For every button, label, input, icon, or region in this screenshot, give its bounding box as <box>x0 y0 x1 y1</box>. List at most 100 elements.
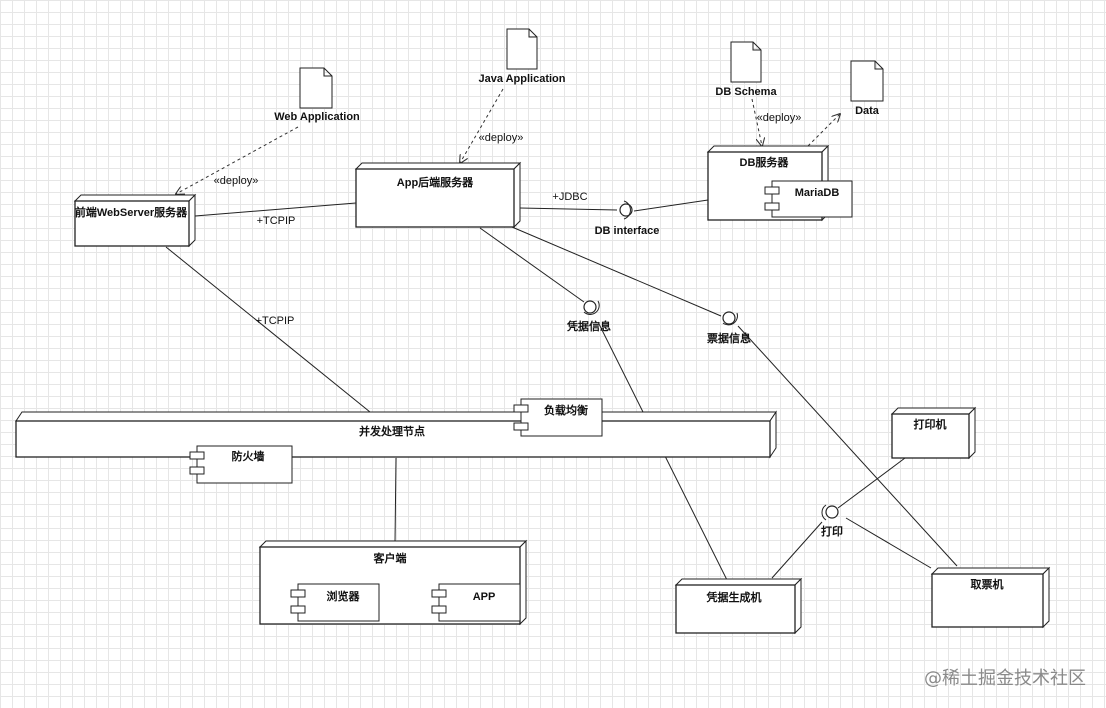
component-icon-port <box>764 186 780 195</box>
node-label: 打印机 <box>914 417 947 431</box>
document-icon <box>299 67 333 109</box>
artifact-label: Web Application <box>274 111 360 123</box>
node-front-face <box>891 413 970 459</box>
interface-socket-icon <box>722 312 738 326</box>
node-top-face <box>890 407 977 415</box>
node-side-face <box>794 577 802 635</box>
interface-ball-icon <box>619 203 633 217</box>
node-label: 客户端 <box>373 551 407 565</box>
component-icon-port <box>513 422 529 431</box>
component-app[interactable]: APP <box>431 583 521 622</box>
edge-dbinterface-dbserver <box>633 199 709 212</box>
component-icon-port <box>290 589 306 598</box>
deploy-data-arrow <box>807 114 840 147</box>
node-top-face <box>73 194 197 202</box>
interface-ticket-info[interactable]: 票据信息 <box>707 311 751 345</box>
edge-app-voucher-info <box>479 227 585 303</box>
component-icon-port <box>290 605 306 614</box>
node-top-face <box>15 411 777 422</box>
component-icon-port <box>764 202 780 211</box>
node-app-backend[interactable]: App后端服务器 <box>354 161 522 229</box>
component-label: 浏览器 <box>327 589 361 603</box>
node-label: 凭据生成机 <box>706 590 762 604</box>
watermark-text: @稀土掘金技术社区 <box>924 668 1086 689</box>
edge-print-ticketmachine <box>845 517 932 569</box>
node-voucher-generator[interactable]: 凭据生成机 <box>674 577 803 635</box>
deploy-db-schema-arrow <box>751 98 762 146</box>
edge-concurrency-client <box>394 457 397 544</box>
node-front-face <box>931 573 1044 628</box>
document-icon <box>730 41 762 83</box>
interface-ball-icon <box>722 311 736 325</box>
artifact-data[interactable]: Data <box>850 60 884 117</box>
edge-label-tcpip-frontend-app: +TCPIP <box>257 215 296 227</box>
artifact-label: Data <box>855 105 880 117</box>
component-icon-port <box>189 466 205 475</box>
component-icon-port <box>189 451 205 460</box>
node-concurrency[interactable]: 并发处理节点 <box>15 410 777 459</box>
component-body <box>438 583 521 622</box>
deploy-web-application-arrow <box>176 126 299 194</box>
component-body <box>196 445 293 484</box>
node-top-face <box>706 145 830 153</box>
component-icon-port <box>513 404 529 413</box>
deploy-label-web: «deploy» <box>214 175 259 187</box>
component-body <box>520 398 603 437</box>
document-icon <box>850 60 884 102</box>
node-ticket-machine[interactable]: 取票机 <box>930 566 1051 629</box>
edge-label-jdbc: +JDBC <box>552 191 587 203</box>
node-top-face <box>674 578 803 586</box>
node-top-face <box>258 540 528 548</box>
component-load-balancer[interactable]: 负载均衡 <box>513 398 603 437</box>
node-front-face <box>675 584 796 634</box>
deploy-arrows <box>176 88 840 194</box>
interface-socket-icon <box>623 200 631 220</box>
connections <box>165 199 958 581</box>
node-printer[interactable]: 打印机 <box>890 406 977 460</box>
interface-label: DB interface <box>595 225 660 237</box>
component-label: 负载均衡 <box>544 403 588 417</box>
artifact-label: DB Schema <box>715 86 777 98</box>
interface-socket-icon <box>583 300 600 315</box>
node-side-face <box>188 193 196 248</box>
component-label: MariaDB <box>795 187 840 199</box>
interface-ball-icon <box>583 300 597 314</box>
component-icon-port <box>431 605 447 614</box>
component-mariadb[interactable]: MariaDB <box>764 180 853 218</box>
node-label: 前端WebServer服务器 <box>75 205 188 219</box>
component-body <box>297 583 380 622</box>
edge-app-jdbc <box>519 207 618 211</box>
component-browser[interactable]: 浏览器 <box>290 583 380 622</box>
node-label: App后端服务器 <box>397 175 474 189</box>
artifact-db-schema[interactable]: DB Schema <box>715 41 777 98</box>
node-front-face <box>15 420 771 458</box>
edge-label-tcpip-frontend-concurrency: +TCPIP <box>256 315 295 327</box>
interface-print[interactable]: 打印 <box>821 504 843 538</box>
node-side-face <box>513 161 521 229</box>
deploy-java-application-arrow <box>460 88 504 163</box>
node-label: DB服务器 <box>740 155 790 169</box>
edge-printer-print <box>837 457 906 509</box>
node-label: 并发处理节点 <box>359 424 425 438</box>
artifact-label: Java Application <box>478 73 565 85</box>
node-frontend-webserver[interactable]: 前端WebServer服务器 <box>73 193 197 248</box>
interface-db[interactable]: DB interface <box>595 200 660 237</box>
node-front-face <box>355 168 515 228</box>
component-label: 防火墙 <box>232 449 265 463</box>
component-body <box>771 180 853 218</box>
artifact-web-application[interactable]: Web Application <box>274 67 360 123</box>
edge-ticket-info-ticketmachine <box>737 325 958 567</box>
node-label: 取票机 <box>971 577 1004 591</box>
interface-voucher-info[interactable]: 凭据信息 <box>566 300 611 333</box>
interface-label: 打印 <box>821 524 843 538</box>
document-icon <box>506 28 538 70</box>
edge-print-generator <box>771 521 823 579</box>
component-icon-port <box>431 589 447 598</box>
node-top-face <box>354 162 522 170</box>
node-side-face <box>519 539 527 626</box>
interface-label: 票据信息 <box>707 331 751 345</box>
component-label: APP <box>473 591 496 603</box>
edge-frontend-concurrency <box>165 246 371 413</box>
artifact-java-application[interactable]: Java Application <box>478 28 566 85</box>
component-firewall[interactable]: 防火墙 <box>189 445 293 484</box>
